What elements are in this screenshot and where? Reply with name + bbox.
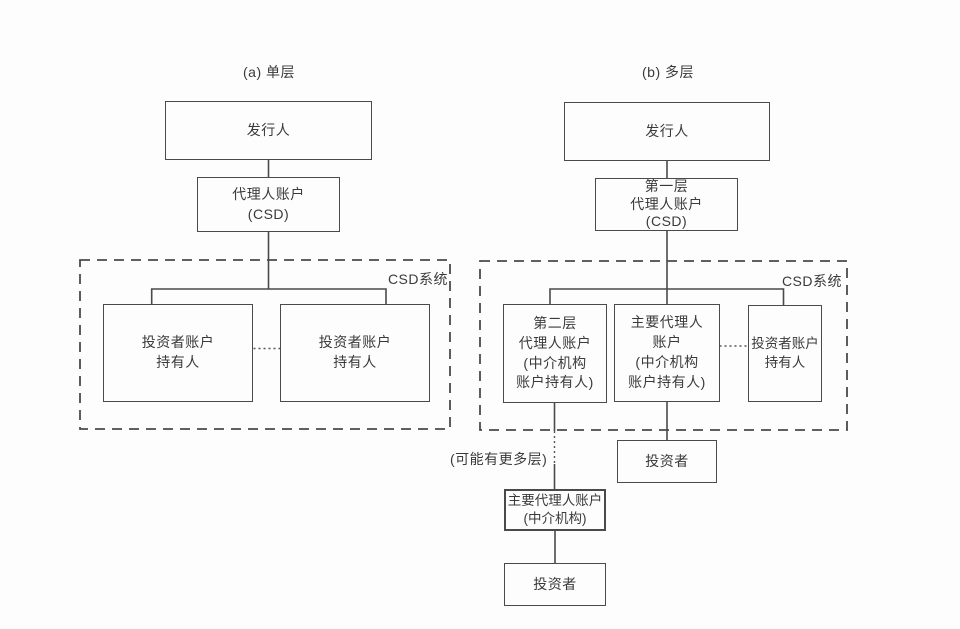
csd-system-label-b: CSD系统	[781, 273, 842, 289]
panel-b-title: (b) 多层	[642, 64, 694, 80]
more-tiers-note: (可能有更多层)	[450, 451, 548, 467]
main-nominee-intermediary-box: 主要代理人账户 (中介机构)	[504, 489, 606, 531]
line-a-branch-to-investors	[150, 288, 387, 304]
csd-system-frame-b	[479, 260, 848, 431]
line-b-branch	[549, 288, 785, 305]
csd-system-frame-a	[79, 259, 451, 430]
nominee-account-box-a: 代理人账户 (CSD)	[197, 177, 340, 232]
investor-holder-left-box-a: 投资者账户 持有人	[103, 304, 253, 402]
tier2-nominee-account-box: 第二层 代理人账户 (中介机构 账户持有人)	[503, 304, 607, 403]
panel-a-title: (a) 单层	[243, 64, 295, 80]
tier1-nominee-account-box: 第一层 代理人账户 (CSD)	[595, 178, 738, 231]
investor-holder-box-b: 投资者账户 持有人	[748, 305, 822, 402]
main-nominee-account-box: 主要代理人 账户 (中介机构 账户持有人)	[614, 304, 720, 402]
investor-box-bottom: 投资者	[504, 563, 606, 606]
investor-holder-right-box-a: 投资者账户 持有人	[280, 304, 430, 402]
issuer-box-a: 发行人	[165, 101, 372, 160]
investor-box-right: 投资者	[617, 440, 717, 483]
issuer-box-b: 发行人	[564, 102, 770, 161]
csd-system-label-a: CSD系统	[387, 271, 448, 287]
